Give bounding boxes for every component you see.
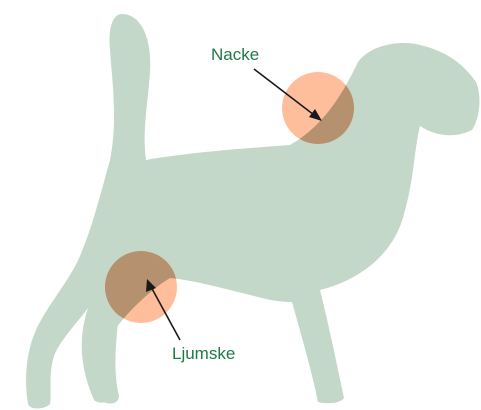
neck-label: Nacke: [211, 46, 259, 63]
dog-silhouette: [26, 14, 479, 409]
groin-label: Ljumske: [172, 345, 235, 362]
